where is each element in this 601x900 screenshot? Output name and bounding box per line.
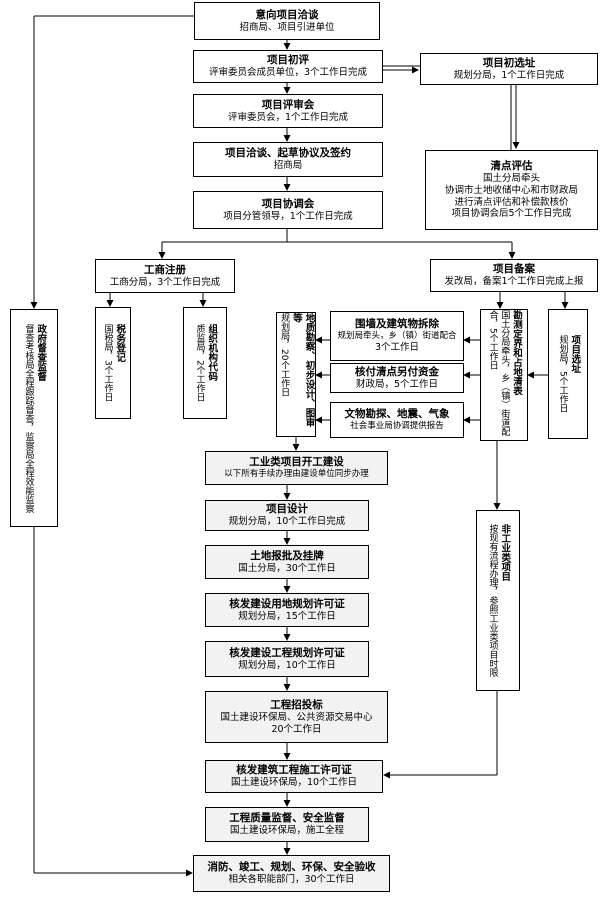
node-title: 项目初评 (267, 54, 309, 66)
node-title: 意向项目洽谈 (255, 8, 319, 21)
node-sub: 发改局，备案1个工作日完成上报 (444, 276, 584, 288)
node-sub: 国税局，3个工作日 (102, 324, 113, 402)
node-line: 项目协调会后5个工作日完成 (451, 208, 572, 220)
node-review-meeting: 项目评审会 评审委员会，1个工作日完成 (193, 94, 383, 128)
node-title: 工程招投标 (270, 698, 323, 711)
node-project-site: 项目选址规划局，5个工作日 (548, 309, 588, 439)
node-org-code: 组织机构代码质监局，2个工作日 (183, 307, 227, 419)
node-title: 地质勘察、初步设计、图审等 (290, 313, 315, 427)
node-title: 项目洽谈、起草协议及签约 (225, 147, 351, 159)
node-title: 项目评审会 (261, 98, 315, 111)
node-sub: 督查考核局全程跟踪督查，监察局全程效能监察 (23, 323, 34, 513)
node-geological-survey: 地质勘察、初步设计、图审等规划局，20个工作日 (276, 312, 316, 437)
node-line: 国土分局牵头 (482, 172, 540, 184)
node-title: 工程质量监督、安全监督 (229, 812, 345, 824)
node-title: 勘测定界和占地清表 (511, 310, 523, 396)
node-title: 消防、竣工、规划、环保、安全验收 (207, 861, 376, 873)
node-initial-review: 项目初评 评审委员会成员单位，3个工作日完成 (193, 50, 383, 83)
node-sub: 社会事业局协调提供报告 (350, 421, 444, 432)
node-boundary-survey: 勘测定界和占地清表国土分局牵头，乡（镇）街道配合，5个工作日 (480, 309, 528, 441)
node-title: 项目备案 (493, 263, 535, 275)
node-sub: 国土分局牵头，乡（镇）街道配合，5个工作日 (487, 310, 510, 436)
node-tax-registration: 税务登记国税局，3个工作日 (95, 307, 131, 419)
node-sub: 评审委员会，1个工作日完成 (227, 111, 349, 123)
node-line: 规划局牵头，乡（镇）街道配合 (337, 331, 457, 342)
node-tendering: 工程招投标 国土建设环保局、公共资源交易中心 20个工作日 (205, 691, 388, 743)
node-land-approval: 土地报批及挂牌 国土分局，30个工作日 (205, 545, 369, 579)
node-coordination-meeting: 项目协调会 项目分管领导，1个工作日完成 (193, 191, 383, 229)
node-title: 文物勘探、地震、气象 (344, 408, 450, 421)
node-intent-negotiation: 意向项目洽谈 招商局、项目引进单位 (194, 2, 380, 40)
node-sub: 规划分局，1个工作日完成 (453, 69, 565, 81)
node-sub: 评审委员会成员单位，3个工作日完成 (208, 67, 368, 79)
node-title: 非工业类项目 (499, 524, 511, 581)
node-sub: 国土建设环保局，10个工作日 (230, 777, 358, 789)
node-title: 核付清点另付资金 (355, 365, 439, 378)
node-sub: 财政局，5个工作日 (355, 378, 439, 390)
node-title: 税务登记 (114, 324, 126, 363)
node-title: 项目协调会 (261, 197, 315, 210)
node-title: 政府督查监督 (35, 323, 47, 381)
node-survey-reports: 文物勘探、地震、气象 社会事业局协调提供报告 (330, 402, 464, 438)
node-sub: 招商局、项目引进单位 (239, 21, 335, 33)
node-quality-supervision: 工程质量监督、安全监督 国土建设环保局，施工全程 (205, 807, 369, 842)
node-sub: 以下所有手续办理由建设单位同步办理 (224, 469, 369, 480)
node-title: 清点评估 (490, 159, 533, 172)
node-line: 国土建设环保局、公共资源交易中心 (220, 711, 373, 723)
node-industrial-construction: 工业类项目开工建设 以下所有手续办理由建设单位同步办理 (205, 451, 388, 485)
node-business-registration: 工商注册 工商分局，3个工作日完成 (95, 259, 235, 293)
node-sub: 规划分局，15个工作日 (238, 610, 336, 622)
node-construction-permit: 核发建筑工程施工许可证 国土建设环保局，10个工作日 (205, 760, 383, 793)
node-engineering-planning-permit: 核发建设工程规划许可证 规划分局，10个工作日 (205, 641, 369, 677)
node-title: 项目选址 (569, 335, 581, 374)
node-sub: 质监局，2个工作日 (194, 324, 205, 402)
node-signing: 项目洽谈、起草协议及签约 招商局 (193, 142, 383, 177)
node-sub: 按现有流程办理，参照工业类项目时限 (487, 524, 498, 677)
node-sub: 相关各职能部门，30个工作日 (228, 874, 355, 886)
node-title: 核发建设用地规划许可证 (229, 597, 345, 610)
node-assessment: 清点评估 国土分局牵头 协调市土地收储中心和市财政局 进行清点评估和补偿款核价 … (425, 150, 598, 230)
node-land-planning-permit: 核发建设用地规划许可证 规划分局，15个工作日 (205, 593, 369, 627)
node-title: 项目初选址 (482, 56, 536, 69)
node-title: 围墙及建筑物拆除 (355, 318, 439, 331)
node-title: 工商注册 (144, 263, 186, 276)
node-sub: 规划分局，10个工作日完成 (228, 516, 346, 528)
node-sub: 规划局，20个工作日 (279, 313, 290, 397)
node-title: 组织机构代码 (206, 324, 218, 382)
node-funds-payment: 核付清点另付资金 财政局，5个工作日 (330, 363, 464, 393)
node-project-filing: 项目备案 发改局，备案1个工作日完成上报 (430, 259, 598, 292)
node-demolition: 围墙及建筑物拆除 规划局牵头，乡（镇）街道配合 3个工作日 (330, 311, 464, 361)
node-line: 20个工作日 (271, 723, 322, 735)
node-final-acceptance: 消防、竣工、规划、环保、安全验收 相关各职能部门，30个工作日 (193, 855, 390, 892)
node-sub: 规划局，5个工作日 (557, 335, 568, 413)
node-non-industrial: 非工业类项目按现有流程办理，参照工业类项目时限 (476, 510, 520, 691)
node-sub: 国土分局，30个工作日 (238, 562, 336, 574)
node-title: 核发建筑工程施工许可证 (236, 764, 352, 776)
node-sub: 项目分管领导，1个工作日完成 (223, 210, 353, 222)
node-government-supervision: 政府督查监督督查考核局全程跟踪督查，监察局全程效能监察 (10, 309, 58, 527)
node-title: 土地报批及挂牌 (250, 549, 324, 562)
node-title: 核发建设工程规划许可证 (229, 646, 345, 659)
node-line: 进行清点评估和补偿款核价 (454, 196, 569, 208)
node-title: 项目设计 (266, 503, 308, 515)
node-sub: 工商分局，3个工作日完成 (109, 276, 221, 288)
node-sub: 规划分局，10个工作日 (238, 659, 336, 671)
node-site-selection: 项目初选址 规划分局，1个工作日完成 (420, 53, 598, 85)
node-project-design: 项目设计 规划分局，10个工作日完成 (205, 500, 369, 531)
node-sub: 招商局 (273, 160, 303, 172)
node-title: 工业类项目开工建设 (249, 456, 344, 469)
node-line: 协调市土地收储中心和市财政局 (444, 184, 578, 196)
node-line: 3个工作日 (374, 341, 420, 353)
node-sub: 国土建设环保局，施工全程 (229, 825, 344, 837)
